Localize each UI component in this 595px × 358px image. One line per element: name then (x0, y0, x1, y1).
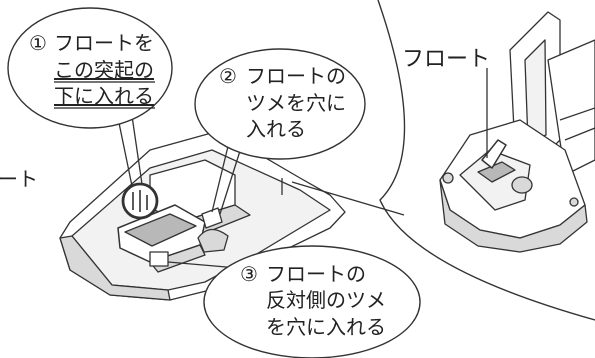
right-case-illustration (439, 11, 595, 253)
step-1-line-3: 下に入れる (54, 84, 154, 108)
step-1-marker: ① (29, 31, 47, 55)
left-tray-illustration (59, 120, 346, 301)
step-3-line-3: を穴に入れる (266, 315, 386, 339)
callout-bubble-1 (7, 7, 173, 129)
step-1-line-2: この突起の (54, 58, 154, 82)
step-2-marker: ② (219, 64, 237, 88)
step-2-line-1: フロートの (246, 64, 346, 88)
callout-step-1: ① フロートを この突起の 下に入れる (29, 31, 155, 109)
callout-step-3: ③ フロートの 反対側のツメ を穴に入れる (240, 262, 386, 339)
step-3-line-1: フロートの (266, 262, 366, 286)
step-2-line-2: ツメを穴に (246, 91, 346, 115)
step-1-line-1: フロートを (54, 31, 154, 55)
step-2-line-3: 入れる (246, 117, 306, 141)
callout-step-2: ② フロートの ツメを穴に 入れる (219, 64, 346, 141)
divider-curve (377, 0, 595, 321)
left-partial-label: ート (0, 167, 38, 191)
callout-bubble-3 (203, 245, 421, 358)
step-3-marker: ③ (240, 262, 258, 286)
step-3-line-2: 反対側のツメ (266, 288, 386, 312)
right-float-label: フロート (402, 47, 490, 72)
pointer-lines (117, 68, 488, 269)
callout-bubble-2 (194, 48, 366, 160)
